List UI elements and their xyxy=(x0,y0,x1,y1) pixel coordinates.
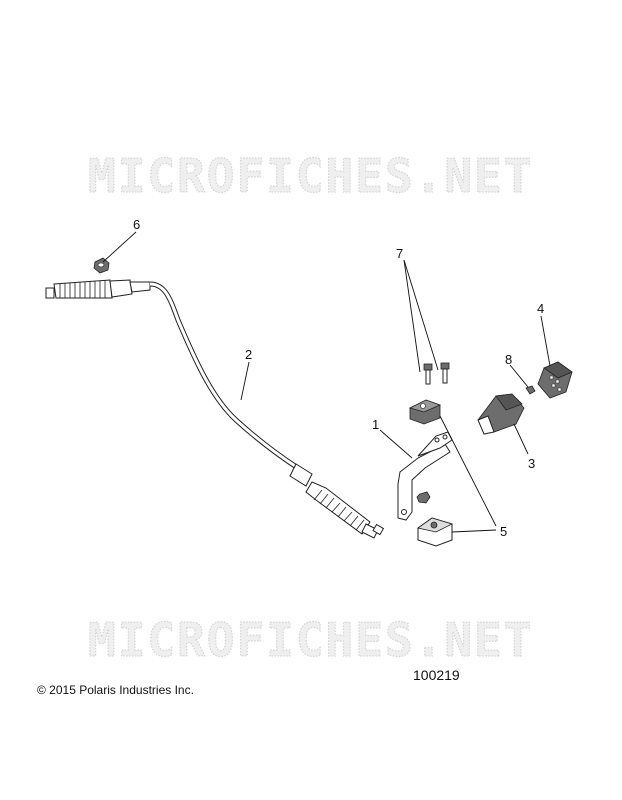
screw-parts xyxy=(423,362,450,385)
cable-lower-boot xyxy=(289,463,385,539)
shift-knob-body xyxy=(477,393,525,435)
nut-part xyxy=(93,257,110,274)
pivot-block-lower xyxy=(417,517,454,547)
leader-lines xyxy=(102,231,551,533)
callout-2: 2 xyxy=(245,347,252,362)
callout-3: 3 xyxy=(528,456,535,471)
callout-6: 6 xyxy=(133,217,140,232)
cable-assembly xyxy=(45,279,385,539)
copyright-notice: © 2015 Polaris Industries Inc. xyxy=(37,683,194,697)
diagram-code: 100219 xyxy=(413,667,460,683)
watermark-top: MICROFICHES.NET xyxy=(88,149,533,203)
knob-cap-part xyxy=(537,361,573,399)
callout-7: 7 xyxy=(396,246,403,261)
cable-upper-boot xyxy=(45,279,151,299)
pivot-block-upper xyxy=(408,399,442,425)
bracket-part xyxy=(397,431,453,521)
callout-8: 8 xyxy=(505,352,512,367)
callout-1: 1 xyxy=(372,417,379,432)
small-screw-part xyxy=(525,385,536,395)
watermark-bottom: MICROFICHES.NET xyxy=(88,613,533,667)
callout-4: 4 xyxy=(537,301,544,316)
callout-5: 5 xyxy=(500,524,507,539)
